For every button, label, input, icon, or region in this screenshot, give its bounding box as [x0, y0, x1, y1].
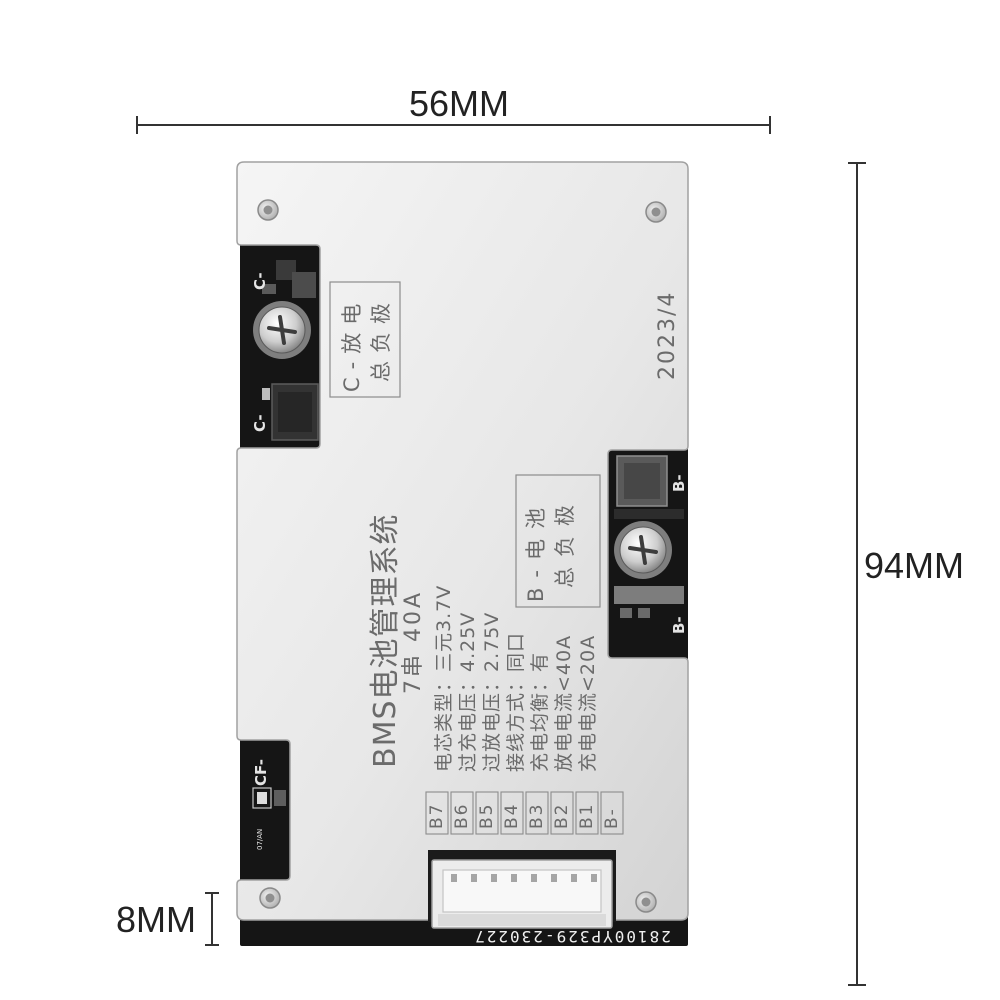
mounting-rivet	[259, 887, 281, 909]
pin-label: B6	[452, 802, 472, 829]
spec-line: 过放电压：2.75V	[481, 611, 503, 772]
height-dimension-label: 94MM	[864, 545, 965, 586]
b-minus-silk-top: B-	[670, 474, 688, 492]
cf-notch-components	[252, 787, 286, 809]
pin-label: B2	[552, 802, 572, 829]
pin-label: B5	[477, 802, 497, 829]
c-minus-terminal-screw	[253, 301, 311, 359]
c-minus-label-frame	[329, 281, 401, 398]
cf-silk-label: CF-	[252, 758, 270, 786]
pcb-serial-number: 28100YP329-230227	[473, 927, 671, 946]
pin-label: B7	[427, 802, 447, 829]
spec-line: 过充电压：4.25V	[457, 611, 479, 772]
width-dimension-line	[136, 116, 771, 134]
pin-label-boxes	[425, 791, 624, 835]
mounting-rivet	[645, 201, 667, 223]
date-code: 2023/4	[655, 290, 680, 380]
balance-wire-connector	[428, 850, 616, 929]
mounting-rivet	[257, 199, 279, 221]
board-title: BMS电池管理系统	[368, 513, 403, 768]
spec-line: 充电电流<20A	[577, 634, 599, 772]
c-minus-label-line1: C-放电	[340, 295, 364, 392]
b-minus-silk-bottom: B-	[670, 616, 688, 634]
pin-label: B4	[502, 802, 522, 829]
pin-label: B3	[527, 802, 547, 829]
b-minus-notch-components	[614, 455, 684, 618]
spec-line: 接线方式：同口	[505, 631, 527, 772]
c-minus-silk-top: C-	[251, 272, 269, 290]
c-minus-silk-bottom: C-	[251, 414, 269, 432]
spec-line: 放电电流<40A	[553, 634, 575, 772]
width-dimension-label: 56MM	[408, 83, 510, 124]
pin-label: B-	[602, 807, 622, 829]
c-minus-notch-components	[262, 260, 319, 441]
c-minus-terminal-label: C-放电 总负极	[338, 282, 396, 392]
aluminum-cover-plate	[236, 161, 689, 921]
spec-line: 充电均衡：有	[529, 651, 551, 772]
b-minus-label-frame	[515, 474, 601, 608]
height-dimension-line	[848, 162, 866, 986]
c-minus-label-line2: 总负极	[369, 295, 393, 382]
spec-line: 电芯类型：三元3.7V	[433, 584, 455, 772]
thickness-dimension-line	[205, 892, 219, 946]
pin-label: B1	[577, 802, 597, 829]
board-config: 7串 40A	[401, 589, 426, 694]
mounting-rivet	[635, 891, 657, 913]
small-silk-label: 07/AN	[256, 828, 264, 850]
b-minus-terminal-screw	[614, 521, 672, 579]
thickness-dimension-label: 8MM	[116, 899, 196, 940]
